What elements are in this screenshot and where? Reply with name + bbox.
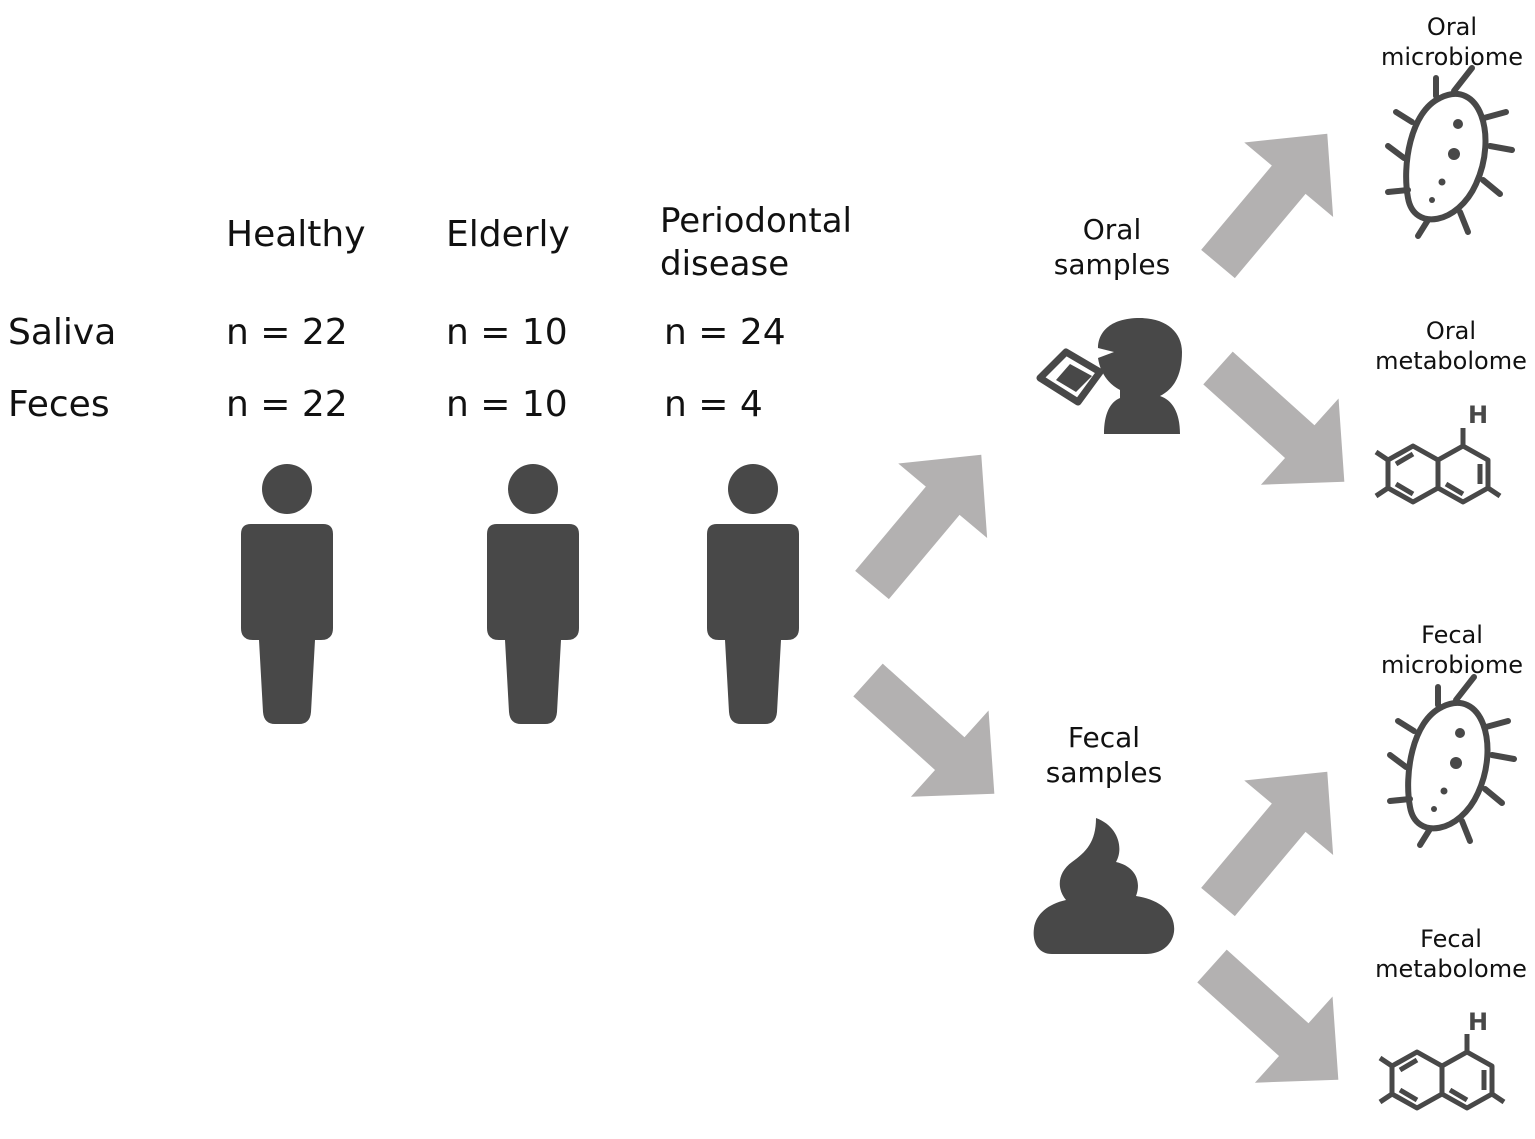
group-header-periodontal-line1: Periodontal xyxy=(660,201,852,241)
group-header-healthy: Healthy xyxy=(226,214,366,255)
oral-samples-label: Oral samples xyxy=(1052,212,1172,282)
arrow-to-fecal-microbiome xyxy=(1173,734,1372,940)
saliva-count-elderly: n = 10 xyxy=(446,312,568,353)
arrow-to-oral-samples xyxy=(827,417,1026,623)
arrow-to-oral-microbiome xyxy=(1173,96,1372,302)
bacterium-dots-oral xyxy=(1429,119,1463,203)
fecal-sample-icon xyxy=(1033,818,1175,954)
molecule-icon-fecal xyxy=(1380,1034,1504,1108)
oral-microbiome-line1: Oral xyxy=(1426,13,1478,41)
bacterium-dots-fecal xyxy=(1431,728,1465,812)
feces-count-periodontal: n = 4 xyxy=(664,384,763,425)
molecule-h-atom-fecal: H xyxy=(1468,1008,1488,1036)
fecal-metabolome-line1: Fecal xyxy=(1420,925,1482,953)
oral-microbiome-label: Oral microbiome xyxy=(1372,12,1532,72)
fecal-samples-line1: Fecal xyxy=(1067,721,1141,754)
fecal-samples-line2: samples xyxy=(1045,756,1163,789)
oral-samples-line2: samples xyxy=(1053,248,1171,281)
fecal-microbiome-label: Fecal microbiome xyxy=(1372,620,1532,680)
row-label-saliva: Saliva xyxy=(8,312,117,353)
feces-count-healthy: n = 22 xyxy=(226,384,348,425)
arrow-to-oral-metabolome xyxy=(1179,324,1384,525)
person-icon-elderly xyxy=(487,464,579,724)
person-icon-periodontal xyxy=(707,464,799,724)
row-label-feces: Feces xyxy=(8,384,110,425)
oral-metabolome-line1: Oral xyxy=(1425,317,1477,345)
fecal-microbiome-line2: microbiome xyxy=(1381,651,1523,679)
oral-metabolome-line2: metabolome xyxy=(1375,347,1527,375)
arrow-to-fecal-samples xyxy=(829,636,1034,837)
fecal-metabolome-label: Fecal metabolome xyxy=(1370,924,1532,984)
person-icon-healthy xyxy=(241,464,333,724)
group-header-elderly: Elderly xyxy=(446,214,570,255)
arrow-to-fecal-metabolome xyxy=(1173,922,1378,1123)
saliva-count-periodontal: n = 24 xyxy=(664,312,786,353)
molecule-icon-oral xyxy=(1376,428,1500,502)
oral-samples-line1: Oral xyxy=(1082,213,1142,246)
fecal-samples-label: Fecal samples xyxy=(1044,720,1164,790)
saliva-count-healthy: n = 22 xyxy=(226,312,348,353)
oral-microbiome-line2: microbiome xyxy=(1381,43,1523,71)
fecal-metabolome-line2: metabolome xyxy=(1375,955,1527,983)
fecal-microbiome-line1: Fecal xyxy=(1421,621,1483,649)
oral-metabolome-label: Oral metabolome xyxy=(1370,316,1532,376)
group-header-periodontal-line2: disease xyxy=(660,243,790,284)
group-header-periodontal: Periodontal disease xyxy=(660,200,852,285)
feces-count-elderly: n = 10 xyxy=(446,384,568,425)
molecule-h-atom-oral: H xyxy=(1468,401,1488,429)
saliva-sample-icon xyxy=(1036,318,1182,434)
